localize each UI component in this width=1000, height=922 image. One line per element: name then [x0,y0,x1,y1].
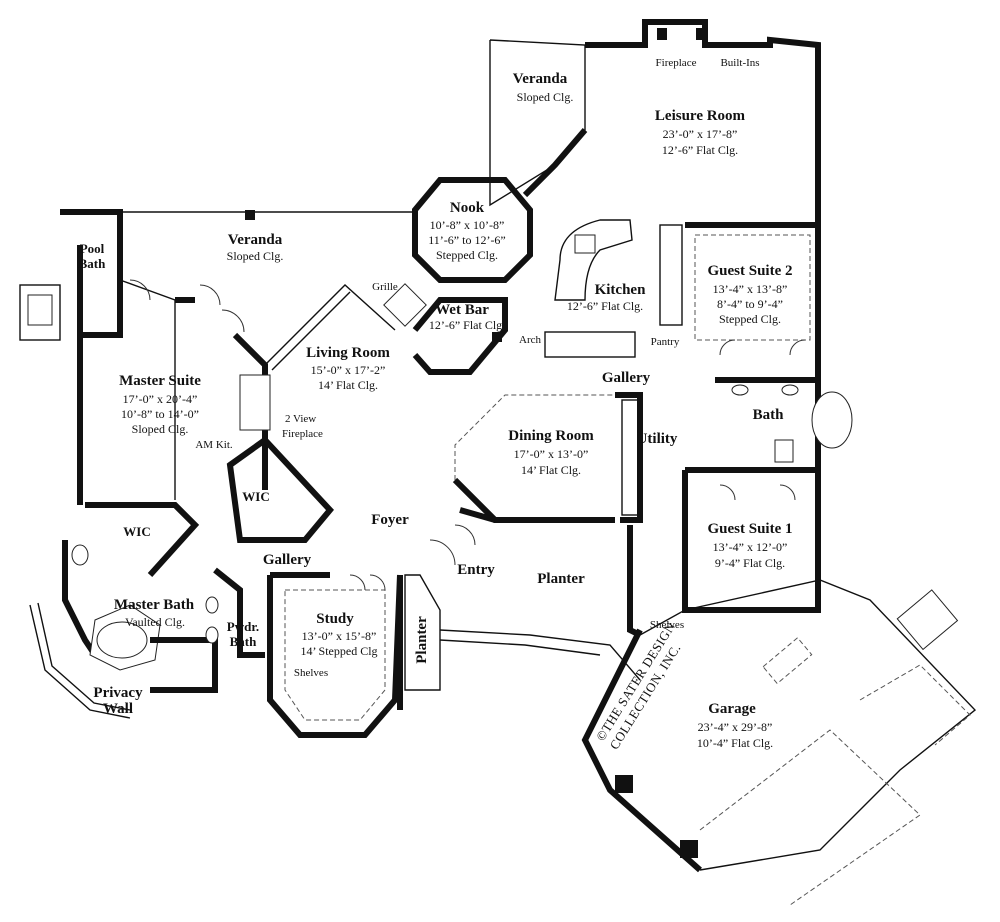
wet-bar-name: Wet Bar [435,302,489,318]
garage-name: Garage [708,701,756,717]
nook-ceiling-type: Stepped Clg. [436,248,498,262]
living-room-ceiling: 14’ Flat Clg. [318,378,378,392]
veranda-top-ceiling: Sloped Clg. [517,90,574,104]
arch-note: Arch [519,334,541,346]
kitchen-name: Kitchen [595,282,646,298]
master-bath-ceiling: Vaulted Clg. [125,615,185,629]
guest-suite-1-size: 13’-4” x 12’-0” [713,540,788,554]
nook-name: Nook [450,200,485,216]
pool-bath-label: Pool Bath [79,241,107,271]
veranda-left-ceiling: Sloped Clg. [227,249,284,263]
garage-ceiling: 10’-4” Flat Clg. [697,736,773,750]
wic-inner-label: WIC [242,489,269,504]
leisure-room-ceiling: 12’-6” Flat Clg. [662,143,738,157]
utility-label: Utility [637,431,678,447]
living-room-label: Living Room 15’-0” x 17’-2” 14’ Flat Clg… [306,345,390,392]
guest-suite-1-label: Guest Suite 1 13’-4” x 12’-0” 9’-4” Flat… [707,521,792,570]
planter-right-label: Planter [537,571,585,587]
planter-vertical-label: Planter [414,616,430,664]
master-suite-label: Master Suite 17’-0” x 20’-4” 10’-8” to 1… [119,373,201,436]
gallery-right-label: Gallery [602,370,651,386]
wic-left-label: WIC [123,524,150,539]
veranda-left-name: Veranda [228,232,283,248]
study-ceiling: 14’ Stepped Clg [300,644,377,658]
nook-label: Nook 10’-8” x 10’-8” 11’-6” to 12’-6” St… [428,200,506,262]
grille-note: Grille [372,281,398,293]
leisure-room-label: Leisure Room 23’-0” x 17’-8” 12’-6” Flat… [655,108,746,157]
dining-room-name: Dining Room [508,428,594,444]
master-suite-ceiling-type: Sloped Clg. [132,422,189,436]
dining-room-ceiling: 14’ Flat Clg. [521,463,581,477]
foyer-label: Foyer [371,512,409,528]
copyright-notice: ©THE SATER DESIGN COLLECTION, INC. [593,619,684,752]
entry-label: Entry [457,562,495,578]
dining-room-label: Dining Room 17’-0” x 13’-0” 14’ Flat Clg… [508,428,594,477]
guest-suite-2-ceiling-range: 8’-4” to 9’-4” [717,297,783,311]
pantry-note: Pantry [651,336,680,348]
master-bath-label: Master Bath Vaulted Clg. [114,597,195,629]
pool-bath-line1: Pool [80,241,105,256]
privacy-wall-label: Privacy Wall [93,685,143,717]
fireplace-2view-label: 2 View Fireplace [282,413,323,440]
leisure-room-name: Leisure Room [655,108,746,124]
leisure-room-size: 23’-0” x 17’-8” [663,127,738,141]
guest-suite-2-size: 13’-4” x 13’-8” [713,282,788,296]
room-labels: Veranda Sloped Clg. Fireplace Built-Ins … [79,57,793,752]
garage-label: Garage 23’-4” x 29’-8” 10’-4” Flat Clg. [697,701,773,750]
doors [129,279,806,591]
kitchen-ceiling: 12’-6” Flat Clg. [567,299,643,313]
fireplace-2view-line1: 2 View [285,413,316,425]
guest-suite-1-ceiling: 9’-4” Flat Clg. [715,556,785,570]
study-label: Study 13’-0” x 15’-8” 14’ Stepped Clg [300,611,377,658]
wet-bar-ceiling: 12’-6” Flat Clg. [429,318,505,332]
walls [19,19,977,906]
wet-bar-label: Wet Bar 12’-6” Flat Clg. [429,302,505,332]
nook-size: 10’-8” x 10’-8” [430,218,505,232]
privacy-wall-line1: Privacy [93,685,143,701]
guest-suite-1-name: Guest Suite 1 [707,521,792,537]
living-room-name: Living Room [306,345,390,361]
guest-suite-2-ceiling-type: Stepped Clg. [719,312,781,326]
pool-bath-line2: Bath [79,256,107,271]
garage-shelves-note: Shelves [650,619,684,631]
living-room-size: 15’-0” x 17’-2” [311,363,386,377]
nook-ceiling-range: 11’-6” to 12’-6” [428,233,506,247]
veranda-top-name: Veranda [513,71,568,87]
veranda-top-label: Veranda Sloped Clg. [513,71,574,104]
veranda-left-label: Veranda Sloped Clg. [227,232,284,263]
master-bath-name: Master Bath [114,597,195,613]
powder-bath-line1: Pwdr. [227,619,259,634]
master-suite-ceiling-range: 10’-8” to 14’-0” [121,407,199,421]
am-kit-label: AM Kit. [195,439,233,451]
fireplace-2view-line2: Fireplace [282,428,323,440]
study-shelves-note: Shelves [294,667,328,679]
builtins-note: Built-Ins [720,57,759,69]
master-suite-size: 17’-0” x 20’-4” [123,392,198,406]
guest-suite-2-name: Guest Suite 2 [707,263,792,279]
dining-room-size: 17’-0” x 13’-0” [514,447,589,461]
master-suite-name: Master Suite [119,373,201,389]
kitchen-label: Kitchen 12’-6” Flat Clg. [567,282,646,313]
fixtures [27,28,799,644]
powder-bath-label: Pwdr. Bath [227,619,259,649]
study-name: Study [316,611,354,627]
powder-bath-line2: Bath [230,634,258,649]
guest-suite-2-label: Guest Suite 2 13’-4” x 13’-8” 8’-4” to 9… [707,263,792,326]
privacy-wall-line2: Wall [103,701,133,717]
study-size: 13’-0” x 15’-8” [302,629,377,643]
fireplace-note: Fireplace [656,57,697,69]
garage-size: 23’-4” x 29’-8” [698,720,773,734]
gallery-left-label: Gallery [263,552,312,568]
guest-bath-label: Bath [753,407,785,423]
